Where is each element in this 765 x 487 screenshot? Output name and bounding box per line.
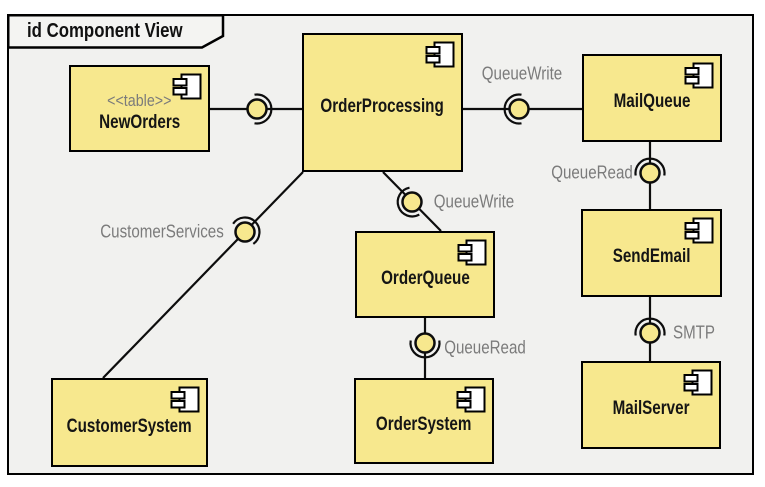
component-icon [456, 386, 486, 413]
component-name: OrderSystem [376, 414, 472, 436]
component-name: OrderQueue [380, 267, 470, 289]
component-orderprocessing[interactable]: OrderProcessing [302, 33, 463, 172]
connector-label-queuewrite-mailqueue: QueueWrite [481, 63, 563, 84]
component-icon [170, 386, 200, 413]
component-neworders[interactable]: <<table>> NewOrders [69, 65, 210, 152]
connector-label-queueread-sendemail: QueueRead [551, 162, 633, 183]
component-icon [425, 41, 455, 68]
component-name: CustomerSystem [66, 415, 193, 437]
connector-label-queuewrite-orderqueue: QueueWrite [433, 191, 515, 212]
component-sendemail[interactable]: SendEmail [581, 209, 722, 297]
connector-orderprocessing-customersystem[interactable] [102, 171, 304, 379]
interface-socket-arc [396, 186, 420, 218]
connector-orderprocessing-orderqueue[interactable] [382, 171, 442, 232]
interface-ball [234, 221, 256, 243]
interface-socket-arc [254, 93, 273, 125]
component-mailqueue[interactable]: MailQueue [582, 54, 722, 142]
connector-neworders-orderprocessing[interactable] [210, 93, 302, 125]
interface-socket-arc [634, 157, 666, 176]
component-name: MailServer [612, 398, 690, 420]
connector-line [102, 171, 304, 379]
interface-socket-arc [232, 216, 261, 245]
component-customersystem[interactable]: CustomerSystem [51, 378, 208, 467]
component-mailserver[interactable]: MailServer [581, 361, 721, 449]
component-ordersystem[interactable]: OrderSystem [354, 378, 494, 464]
frame-title-tab [7, 14, 225, 49]
connector-sendemail-mailserver[interactable] [634, 297, 666, 361]
component-name: OrderProcessing [320, 95, 445, 117]
component-name: NewOrders [98, 112, 181, 134]
component-name: MailQueue [613, 91, 691, 113]
component-name: SendEmail [612, 246, 691, 268]
connector-label-customerservices: CustomerServices [100, 221, 224, 242]
interface-ball [639, 322, 661, 344]
component-orderqueue[interactable]: OrderQueue [355, 231, 495, 318]
connector-label-smtp: SMTP [672, 322, 716, 343]
component-icon [684, 217, 714, 244]
interface-ball [508, 98, 530, 120]
frame-title: id Component View [27, 20, 183, 42]
interface-ball [401, 191, 423, 213]
connector-mailqueue-sendemail[interactable] [634, 142, 666, 209]
interface-socket-arc [409, 340, 441, 359]
connector-orderqueue-ordersystem[interactable] [409, 318, 441, 378]
connector-label-queueread-ordersystem: QueueRead [444, 337, 526, 358]
interface-ball [246, 98, 268, 120]
component-icon [684, 62, 714, 89]
interface-socket-arc [634, 317, 666, 336]
connector-orderprocessing-mailqueue[interactable] [463, 93, 582, 125]
component-icon [457, 239, 487, 266]
interface-ball [639, 162, 661, 184]
component-icon [172, 73, 202, 100]
component-stereotype: <<table>> [107, 91, 172, 110]
interface-socket-arc [503, 93, 522, 125]
component-icon [683, 369, 713, 396]
interface-ball [414, 332, 436, 354]
